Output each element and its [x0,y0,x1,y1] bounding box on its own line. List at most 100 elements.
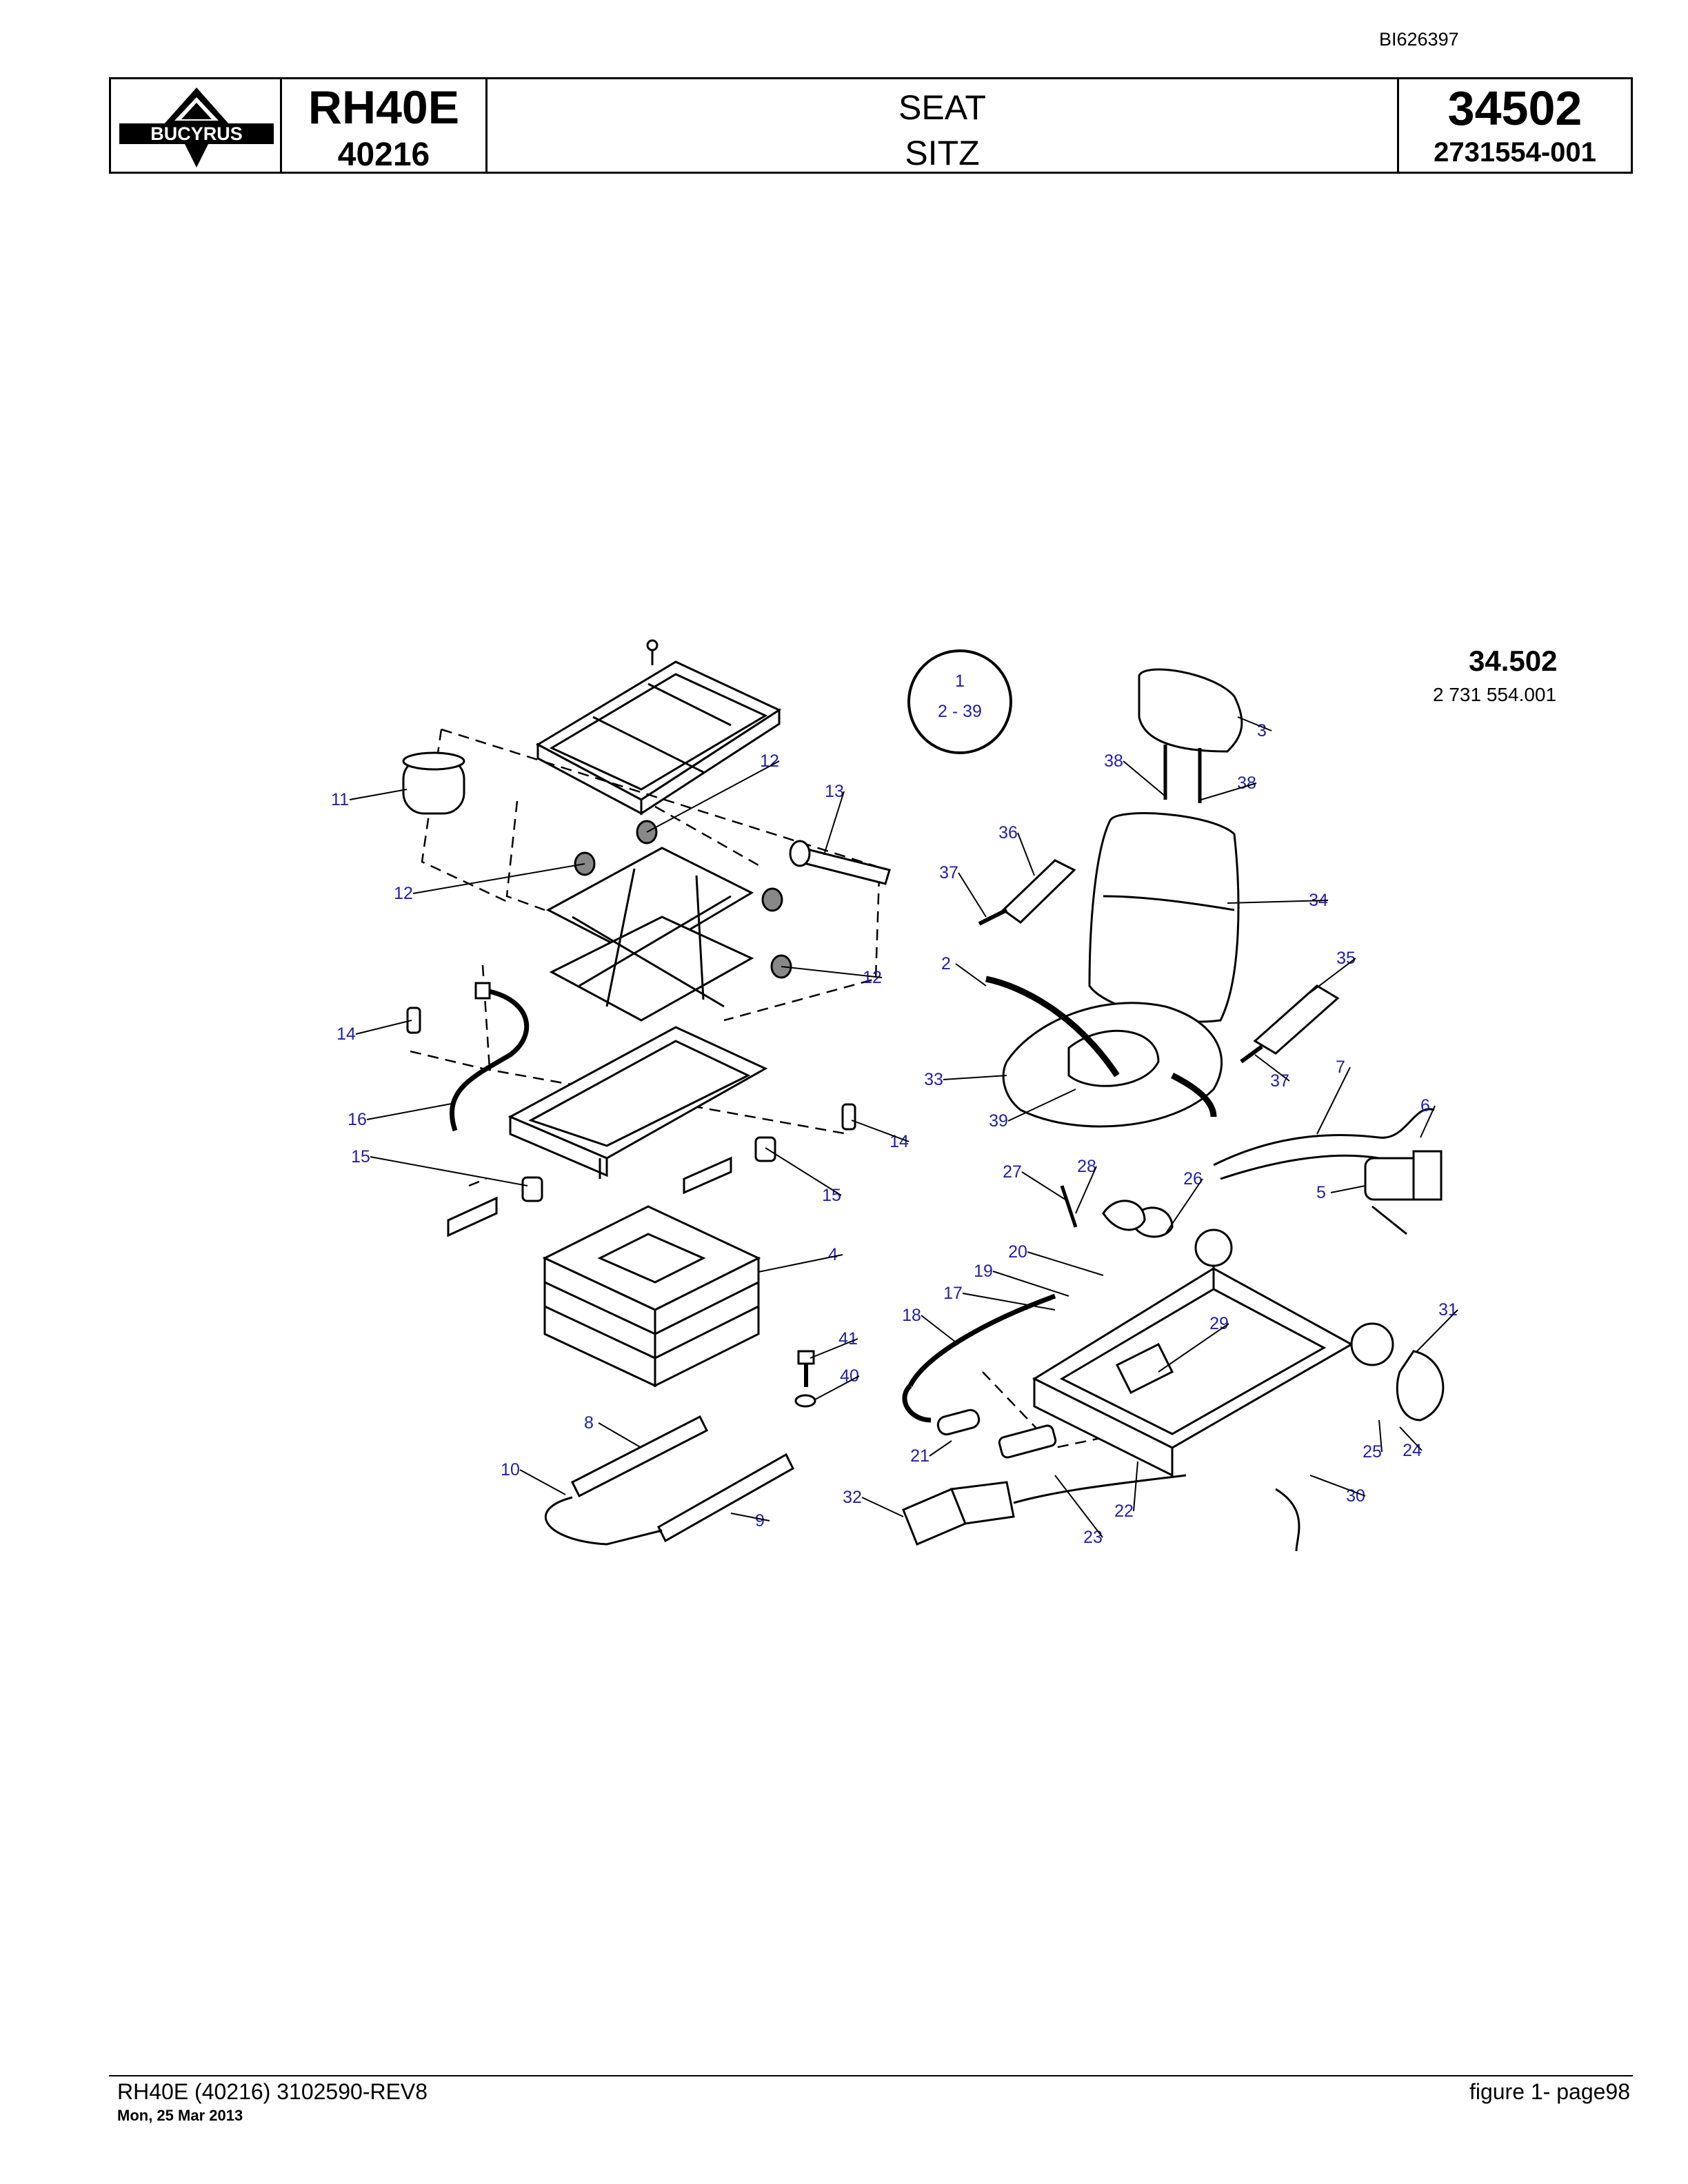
footer-page-ref: figure 1- page98 [1469,2079,1630,2104]
callout-leader-21 [929,1440,952,1457]
assembly-reference-circle [907,649,1012,754]
callout-10: 10 [501,1460,520,1479]
callout-leader-17 [962,1293,1056,1311]
scissor-mechanism [545,847,754,1022]
callout-leader-15 [765,1147,842,1196]
callout-38: 38 [1104,751,1123,771]
callout-25: 25 [1363,1442,1382,1462]
bolt-washer-41-40 [794,1350,816,1408]
callout-leader-10 [519,1469,566,1495]
callout-leader-34 [1227,900,1329,904]
parts-linework [402,639,1445,1552]
callout-leader-37 [1254,1054,1290,1082]
callout-leader-37 [958,872,987,918]
callout-12: 12 [394,884,413,903]
callout-leader-38 [1123,760,1166,797]
number-cell: 34502 2731554-001 [1399,79,1631,172]
callout-leader-32 [861,1497,904,1517]
callout-leader-12 [646,760,780,833]
callout-20: 20 [1008,1242,1027,1262]
callout-19: 19 [974,1262,993,1281]
callout-leader-14 [851,1120,910,1142]
backrest-34 [1088,812,1240,1023]
callout-22: 22 [1114,1502,1134,1521]
callout-leader-12 [781,966,883,978]
callout-leader-4 [758,1254,843,1273]
figure-sub-number: 2 731 554.001 [1433,684,1557,705]
callout-leader-9 [730,1513,770,1521]
callout-36: 36 [998,823,1018,842]
base-frame [508,1026,768,1179]
callout-leader-23 [1054,1475,1103,1538]
callout-labels: 1112131212141615141544140810933838363734… [331,721,1458,1547]
brackets-15 [447,1136,776,1237]
callout-18: 18 [902,1306,921,1325]
footer-document-ref: RH40E (40216) 3102590-REV8 [117,2079,428,2104]
logo-text: BUCYRUS [150,123,243,144]
callout-leader-31 [1416,1309,1458,1352]
callout-24: 24 [1403,1441,1422,1460]
callout-leader-24 [1399,1426,1423,1451]
callout-leader-30 [1309,1475,1366,1497]
callout-12: 12 [760,751,779,771]
grease-nipples-14 [406,1007,856,1131]
callout-leader-7 [1316,1066,1351,1135]
callout-7: 7 [1336,1058,1345,1077]
callout-leader-39 [1007,1089,1076,1122]
callout-leader-20 [1027,1251,1104,1276]
circle-label-top: 1 [955,671,965,691]
callout-26: 26 [1183,1169,1203,1189]
logo-cell: BUCYRUS [111,79,282,172]
wiring-harness-7 [1213,1108,1435,1180]
callout-leader-29 [1158,1323,1229,1373]
callout-14: 14 [336,1024,356,1044]
callout-33: 33 [924,1070,943,1089]
callout-leader-38 [1200,782,1257,800]
callout-leader-40 [814,1375,860,1400]
callout-15: 15 [351,1147,370,1166]
model-cell: RH40E 40216 [282,79,488,173]
callout-38: 38 [1237,774,1256,793]
callout-5: 5 [1316,1183,1326,1202]
seat-cushion-33 [985,975,1223,1128]
callout-35: 35 [1336,949,1356,968]
air-spring-11 [402,751,465,815]
callout-leader-18 [921,1315,959,1345]
callout-leader-12 [412,863,585,894]
callout-37: 37 [939,863,958,882]
callout-39: 39 [989,1111,1008,1131]
callout-2: 2 [941,954,951,973]
bucyrus-logo: BUCYRUS [119,88,274,168]
callout-leader-5 [1330,1185,1366,1193]
callout-leader-8 [598,1422,642,1448]
title-english: SEAT [898,88,986,127]
callout-leader-11 [349,789,408,800]
callout-23: 23 [1083,1528,1103,1547]
callout-6: 6 [1420,1096,1430,1115]
serial-number: 40216 [337,136,430,173]
part-number: 2731554-001 [1434,137,1596,168]
shock-absorber-13 [789,840,891,885]
callout-leader-13 [823,791,845,856]
callout-leader-2 [955,963,987,987]
headrest-3 [1138,668,1243,803]
group-number: 34502 [1447,81,1582,135]
callout-leader-22 [1133,1461,1138,1512]
callout-40: 40 [840,1366,859,1386]
callout-32: 32 [843,1488,862,1507]
model-name: RH40E [308,81,460,134]
callout-leader-16 [366,1102,456,1120]
callout-leader-41 [810,1338,858,1359]
title-cell: SEAT SITZ [488,79,1399,172]
callout-37: 37 [1270,1071,1289,1091]
bellows-4 [542,1205,761,1388]
callout-leader-36 [1017,832,1035,876]
compressor-6-5 [1364,1150,1443,1235]
callout-8: 8 [584,1413,594,1433]
lower-seat-frame [1032,1206,1445,1477]
callout-leader-15 [370,1156,528,1186]
callout-11: 11 [331,790,349,809]
callout-leader-19 [992,1271,1069,1297]
callout-13: 13 [825,782,844,801]
